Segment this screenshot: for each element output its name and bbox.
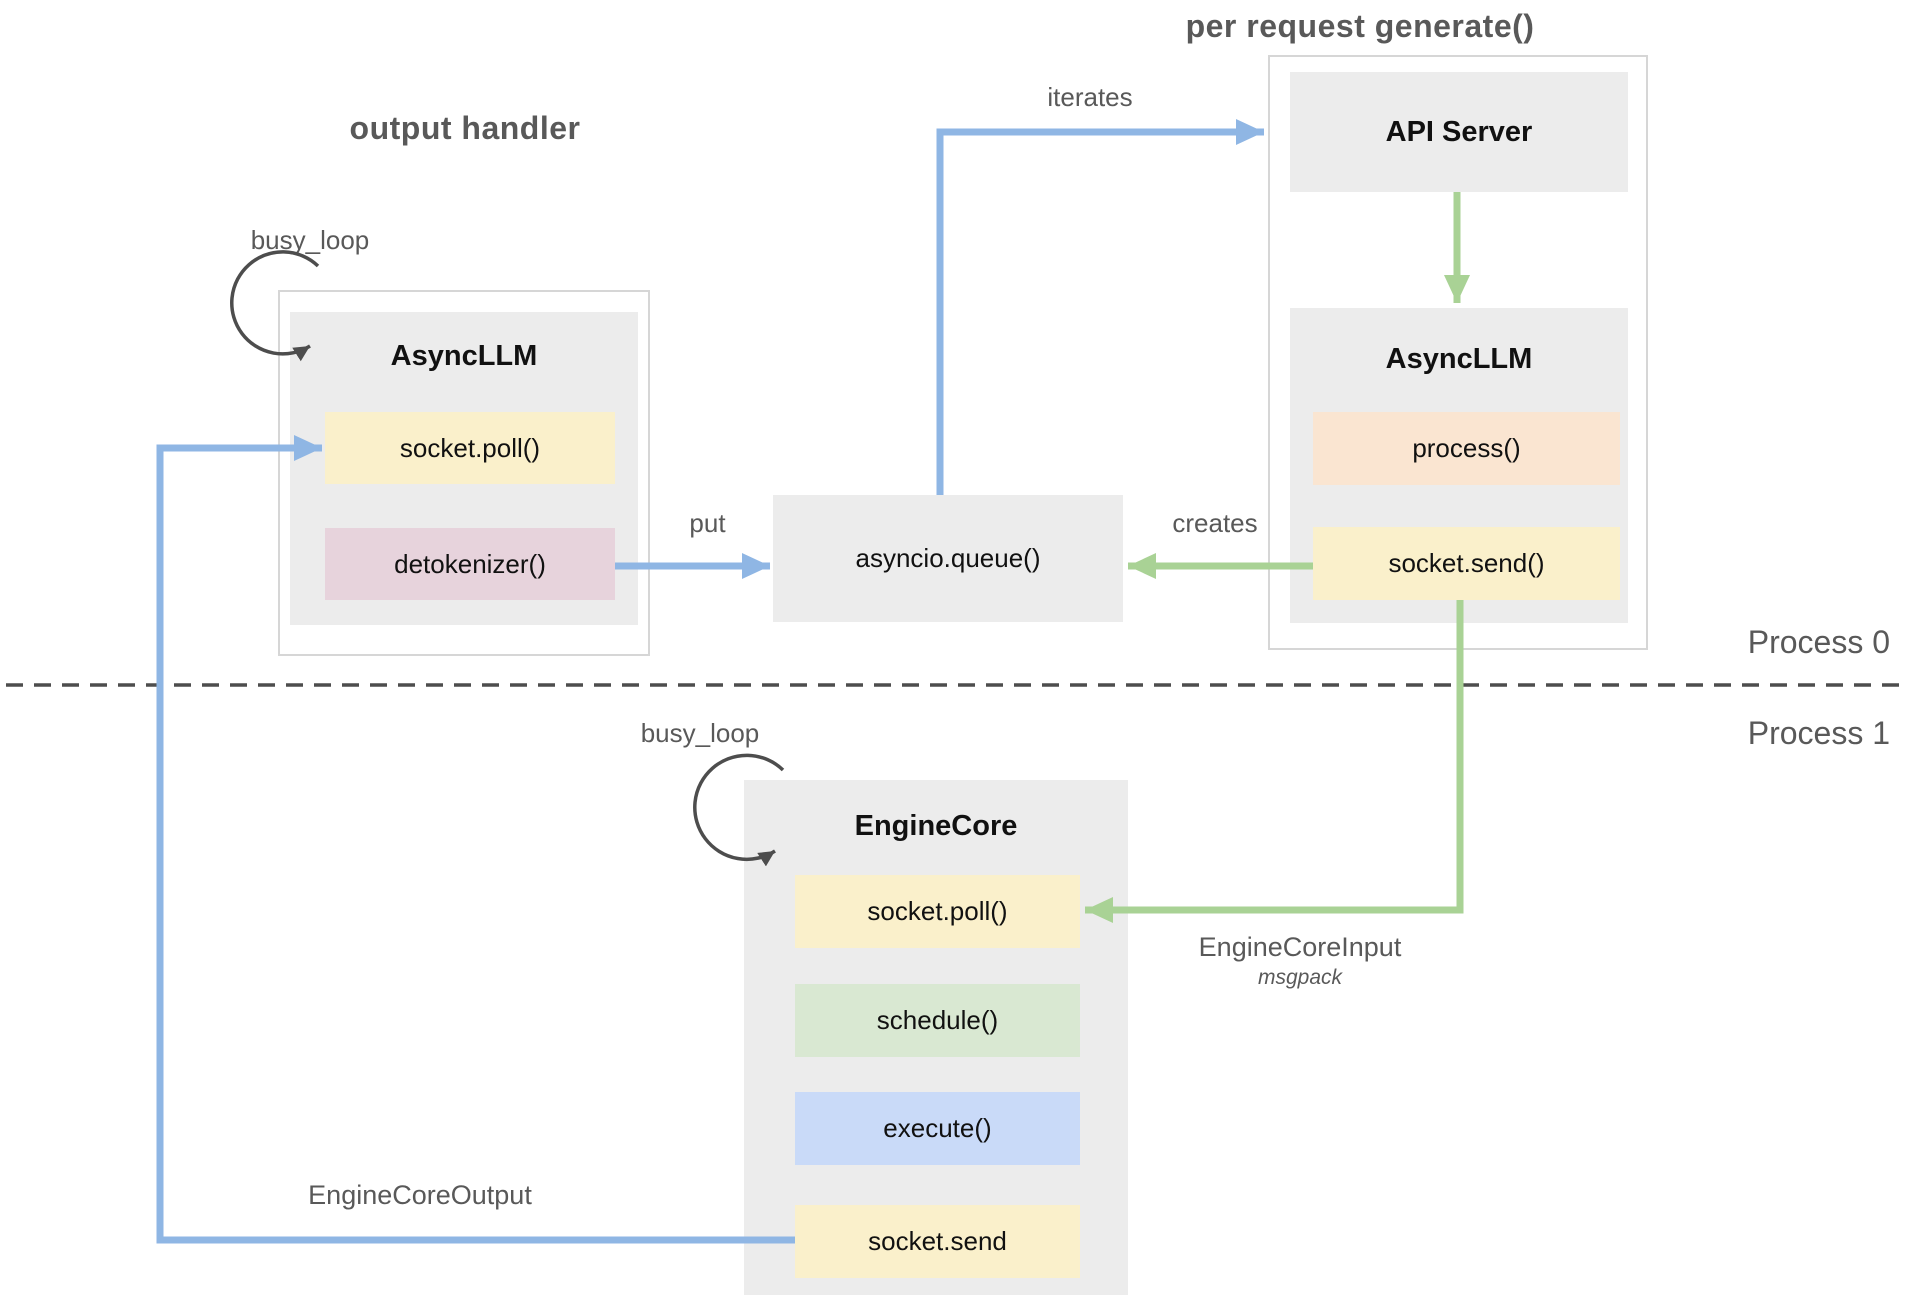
put-label: put	[689, 508, 726, 538]
engine-core-input-label: EngineCoreInput	[1198, 932, 1402, 962]
engine-core-output-label: EngineCoreOutput	[308, 1180, 532, 1210]
async-llm-left-title: AsyncLLM	[390, 340, 538, 372]
method-socket-send-right: socket.send()	[1313, 527, 1620, 600]
method-schedule: schedule()	[795, 984, 1080, 1057]
iterates-label: iterates	[1047, 82, 1133, 112]
iterates-arrow	[936, 119, 1264, 495]
process-0-label: Process 0	[1747, 624, 1890, 660]
msgpack-label: msgpack	[1257, 966, 1343, 989]
busy-loop-label-bottom: busy_loop	[640, 718, 760, 748]
asyncio-queue-box: asyncio.queue()	[773, 495, 1123, 622]
process-1-label: Process 1	[1747, 715, 1890, 751]
api-server-box: API Server	[1290, 72, 1628, 192]
method-socket-poll-engine: socket.poll()	[795, 875, 1080, 948]
output-handler-title: output handler	[349, 110, 581, 146]
busy-loop-label-top: busy_loop	[250, 225, 370, 255]
engine-core-title: EngineCore	[854, 810, 1018, 842]
method-execute: execute()	[795, 1092, 1080, 1165]
api-server-title: API Server	[1385, 115, 1533, 148]
method-process: process()	[1313, 412, 1620, 485]
method-detokenizer: detokenizer()	[325, 528, 615, 600]
async-llm-right-title: AsyncLLM	[1385, 343, 1533, 375]
method-socket-send-engine: socket.send	[795, 1205, 1080, 1278]
method-socket-poll-left: socket.poll()	[325, 412, 615, 484]
creates-label: creates	[1172, 508, 1258, 538]
per-request-title: per request generate()	[1185, 8, 1535, 44]
